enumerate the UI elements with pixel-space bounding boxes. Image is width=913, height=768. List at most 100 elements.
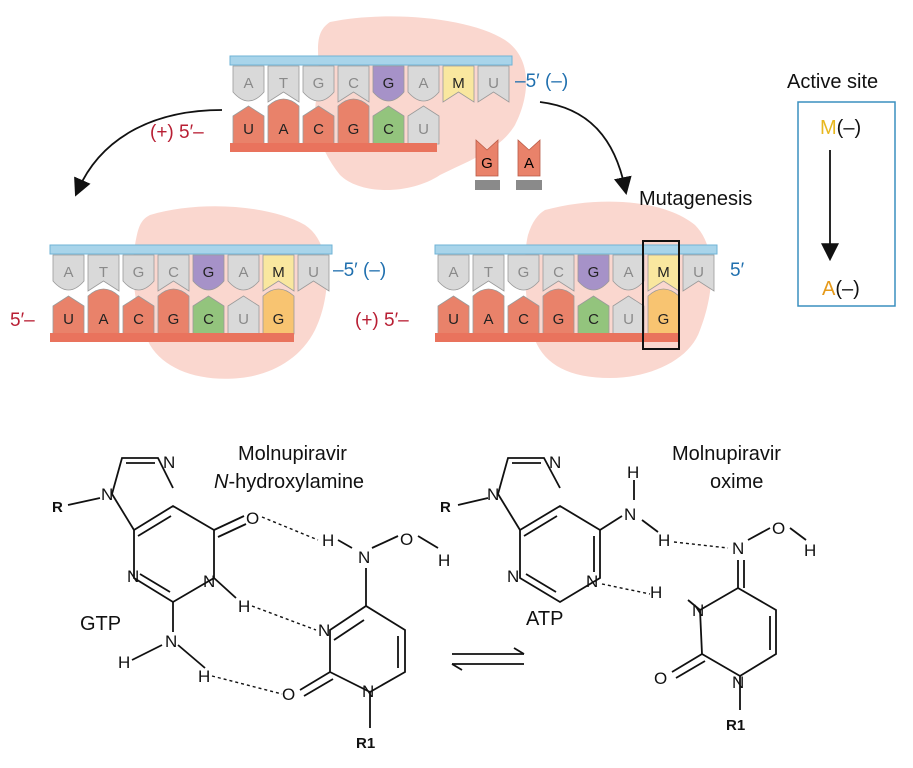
right-minus-base-0: A <box>437 254 470 291</box>
top-plus-base-5-letter: U <box>418 121 429 138</box>
right-plus-base-0-letter: U <box>448 311 459 328</box>
top-minus-base-1: T <box>267 65 300 103</box>
left-minus-base-7-letter: U <box>308 264 319 281</box>
guanine-n2: N <box>165 632 177 651</box>
top-minus-strand-label: –5′ (–) <box>515 71 568 92</box>
left-minus-backbone <box>49 244 333 255</box>
right-minus-backbone <box>434 244 718 255</box>
mutation-highlight-box <box>642 240 680 350</box>
right-plus-base-3: G <box>542 288 575 335</box>
adenine-n7: N <box>549 453 561 472</box>
right-chem-title-line2: oxime <box>710 471 763 493</box>
right-plus-strand-label: (+) 5′– <box>355 310 409 331</box>
guanine-n9: N <box>101 485 113 504</box>
right-minus-base-2: G <box>507 254 540 291</box>
top-plus-base-3: G <box>337 98 370 145</box>
right-chem-title-line1: Molnupiravir <box>672 443 781 465</box>
left-chem-title-line2: N-hydroxylamine <box>214 471 364 493</box>
right-plus-base-0: U <box>437 295 470 335</box>
top-plus-backbone <box>230 143 437 152</box>
adenine-r-group: R <box>440 499 451 516</box>
left-minus-base-0-letter: A <box>63 264 73 281</box>
left-plus-base-5: U <box>227 295 260 335</box>
right-plus-base-4: C <box>577 295 610 335</box>
left-minus-base-5-letter: A <box>238 264 248 281</box>
right-minus-base-7: U <box>682 254 715 292</box>
left-minus-strand-label: –5′ (–) <box>333 260 386 281</box>
hbond-h6-noxime <box>673 541 729 549</box>
right-minus-base-7-letter: U <box>693 264 704 281</box>
top-minus-base-3: C <box>337 65 370 103</box>
top-minus-base-1-letter: T <box>279 75 288 92</box>
left-plus-base-1-letter: A <box>98 311 108 328</box>
hydroxylamine-n4: N <box>358 548 370 567</box>
top-plus-base-0-letter: U <box>243 121 254 138</box>
oxime-n3-h: H <box>650 583 662 602</box>
active-site-panel: Active site M(–) A(–) <box>787 71 896 307</box>
adenine-h6a: H <box>627 463 639 482</box>
active-site-to-suffix: (–) <box>835 278 859 300</box>
left-minus-base-2: G <box>122 254 155 291</box>
adenine-h6b: H <box>658 531 670 550</box>
top-minus-base-7: U <box>477 65 510 103</box>
right-minus-base-4: G <box>577 254 610 291</box>
oxime-n1: N <box>732 673 744 692</box>
adenine-n9: N <box>487 485 499 504</box>
hbond-o6-h <box>261 516 319 541</box>
active-site-from-letter: M <box>820 117 837 139</box>
atp-molnupiravir-pair: Molnupiravir oxime R N N N N N H H ATP <box>440 443 816 734</box>
oxime-n3: N <box>692 601 704 620</box>
active-site-to-letter: A <box>822 278 836 300</box>
guanine-structure: R N N N N O H N H H GTP <box>52 453 259 686</box>
right-plus-base-2-letter: C <box>518 311 529 328</box>
active-site-from: M(–) <box>820 117 861 139</box>
top-plus-strand-label: (+) 5′– <box>150 122 204 143</box>
top-minus-base-6-letter: M <box>452 75 465 92</box>
left-minus-base-7: U <box>297 254 330 292</box>
right-minus-strand-label: 5′ <box>730 260 745 281</box>
active-site-from-suffix: (–) <box>837 117 861 139</box>
arrow-to-left-complex <box>74 109 223 197</box>
molnupiravir-oxime-structure: N O H N H O N R1 <box>650 519 816 734</box>
guanine-n3: N <box>127 567 139 586</box>
guanine-h2b: H <box>198 667 210 686</box>
top-plus-base-4: C <box>372 105 405 145</box>
left-plus-base-5-letter: U <box>238 311 249 328</box>
gtp-label: GTP <box>80 613 121 635</box>
right-plus-base-1-letter: A <box>483 311 493 328</box>
left-minus-base-1: T <box>87 254 120 292</box>
molnupiravir-hydroxylamine-structure: N O H H N O N R1 <box>282 530 450 752</box>
right-plus-base-5-letter: U <box>623 311 634 328</box>
top-plus-base-1: A <box>267 98 300 145</box>
left-plus-backbone <box>50 333 294 342</box>
left-chem-title-rest: -hydroxylamine <box>228 471 364 493</box>
right-plus-base-6-letter: G <box>658 311 670 328</box>
hydroxylamine-oh-h: H <box>438 551 450 570</box>
free-nucleotide-a: A <box>516 139 542 190</box>
hydroxylamine-o: O <box>400 530 413 549</box>
hydroxylamine-r1: R1 <box>356 735 375 752</box>
top-plus-base-2-letter: C <box>313 121 324 138</box>
left-minus-base-5: A <box>227 254 260 291</box>
left-minus-base-4: G <box>192 254 225 291</box>
arrow-to-right-complex <box>539 101 632 196</box>
top-minus-base-5-letter: A <box>418 75 428 92</box>
right-minus-base-5-letter: A <box>623 264 633 281</box>
top-plus-base-2: C <box>302 105 335 145</box>
right-plus-base-6: G <box>647 288 680 335</box>
right-minus-base-3: C <box>542 254 575 292</box>
left-chem-title-line1: Molnupiravir <box>238 443 347 465</box>
left-minus-base-2-letter: G <box>133 264 145 281</box>
top-minus-base-0: A <box>232 65 265 102</box>
right-minus-base-5: A <box>612 254 645 291</box>
top-minus-base-7-letter: U <box>488 75 499 92</box>
oxime-n: N <box>732 539 744 558</box>
top-plus-base-4-letter: C <box>383 121 394 138</box>
left-plus-base-4: C <box>192 295 225 335</box>
left-plus-base-2-letter: C <box>133 311 144 328</box>
right-minus-base-3-letter: C <box>553 264 564 281</box>
